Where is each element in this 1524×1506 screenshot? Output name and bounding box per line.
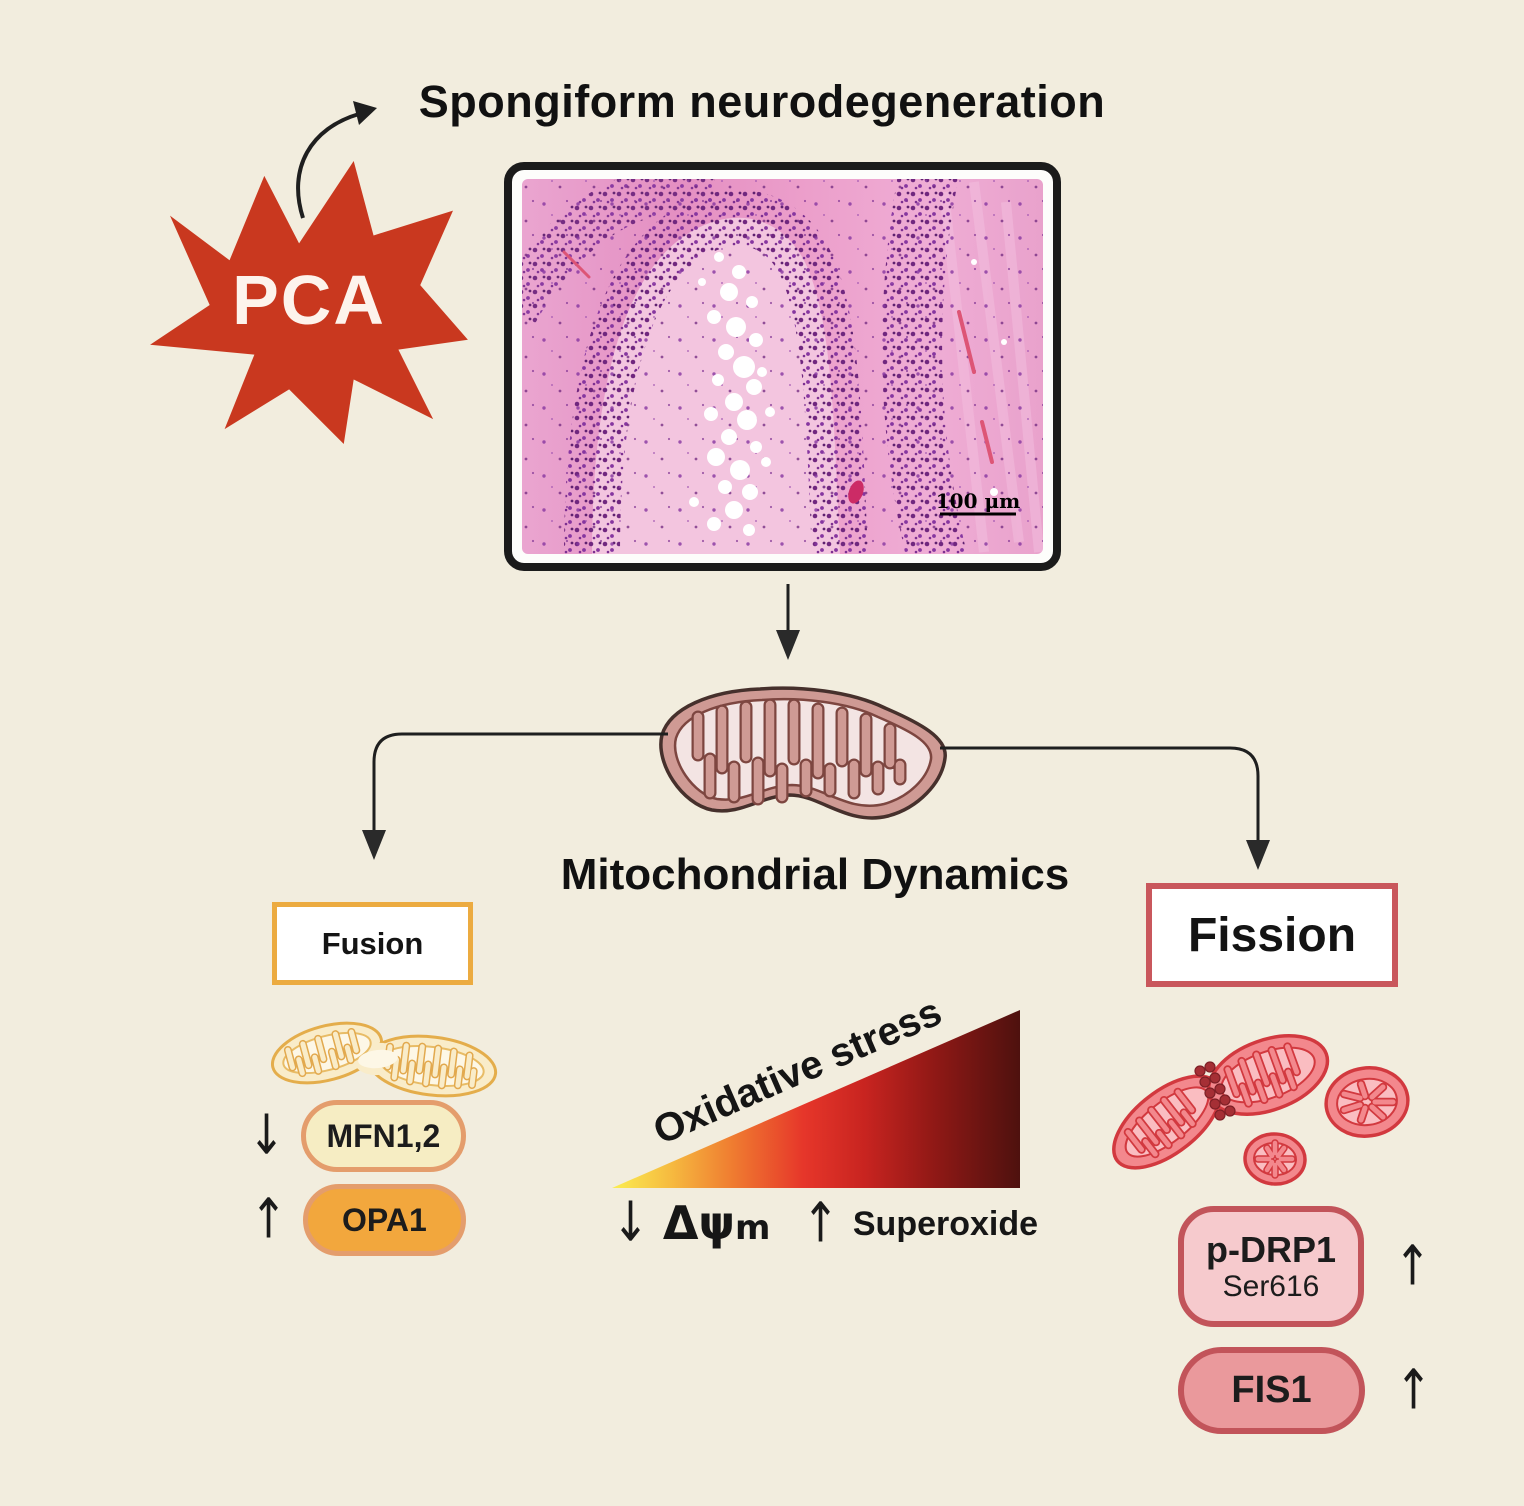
opa1-badge: OPA1 bbox=[302, 1184, 466, 1256]
mfn-marker-row: ↓ MFN1,2 bbox=[248, 1100, 466, 1172]
drp1-constriction-ring bbox=[1194, 1061, 1236, 1121]
scale-bar-label: 100 μm bbox=[936, 489, 1021, 513]
fis1-label: FIS1 bbox=[1231, 1369, 1312, 1411]
pdrp1-label: p-DRP1 bbox=[1205, 1228, 1336, 1270]
pca-label: PCA bbox=[232, 261, 386, 339]
figure-title: Spongiform neurodegeneration bbox=[418, 76, 1106, 127]
opa1-marker-row: ↑ OPA1 bbox=[250, 1184, 466, 1256]
up-arrow-icon: ↑ bbox=[802, 1191, 839, 1256]
up-arrow-icon: ↑ bbox=[1394, 1234, 1431, 1298]
branch-arrow-left bbox=[362, 732, 668, 860]
down-arrow-icon: ↓ bbox=[612, 1190, 649, 1255]
fusion-box: Fusion bbox=[272, 902, 473, 985]
fission-mitochondria-illustration bbox=[1112, 1034, 1410, 1186]
fis1-badge: FIS1 bbox=[1178, 1347, 1365, 1434]
pdrp1-marker-row: p-DRP1 Ser616 ↑ bbox=[1178, 1206, 1431, 1327]
mitochondrion-illustration bbox=[659, 686, 947, 820]
starburst-shape bbox=[150, 160, 468, 444]
oxidative-stress-gradient: Oxidative stress bbox=[612, 995, 1020, 1188]
up-arrow-icon: ↑ bbox=[250, 1187, 287, 1252]
spongiform-vacuoles bbox=[689, 252, 1007, 536]
gradient-triangle bbox=[612, 1010, 1020, 1188]
opa1-label: OPA1 bbox=[341, 1201, 427, 1238]
fused-mitochondria-illustration bbox=[270, 1021, 498, 1098]
mfn-label: MFN1,2 bbox=[326, 1117, 441, 1154]
fis1-marker-row: FIS1 ↑ bbox=[1178, 1347, 1432, 1434]
curved-arrow-icon bbox=[296, 101, 377, 219]
superoxide-label: Superoxide bbox=[852, 1204, 1039, 1243]
up-arrow-icon: ↑ bbox=[1395, 1358, 1432, 1422]
membrane-potential-label: Δψm bbox=[662, 1196, 771, 1250]
down-arrow-icon: ↓ bbox=[248, 1103, 285, 1168]
micrograph-tissue: 100 μm bbox=[522, 179, 1043, 554]
pdrp1-site-label: Ser616 bbox=[1222, 1269, 1320, 1303]
superoxide-item: ↑ Superoxide bbox=[802, 1196, 1039, 1251]
branch-arrow-right bbox=[940, 746, 1270, 870]
membrane-potential-item: ↓ Δψm bbox=[612, 1190, 771, 1255]
histology-micrograph: 100 μm bbox=[504, 162, 1061, 571]
down-arrow-icon bbox=[776, 584, 800, 660]
pca-starburst bbox=[150, 160, 468, 444]
dynamics-heading: Mitochondrial Dynamics bbox=[560, 850, 1070, 899]
fission-box: Fission bbox=[1146, 883, 1398, 987]
pdrp1-badge: p-DRP1 Ser616 bbox=[1178, 1206, 1364, 1327]
mfn-badge: MFN1,2 bbox=[300, 1100, 466, 1172]
